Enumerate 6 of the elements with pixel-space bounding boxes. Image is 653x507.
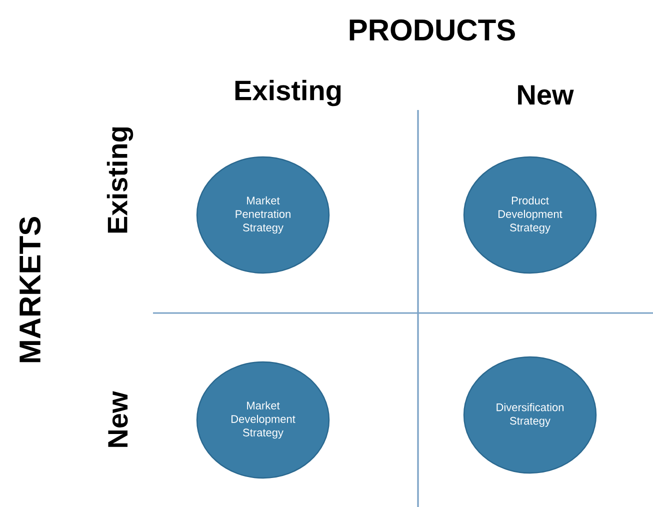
axis-heading: PRODUCTS [350, 19, 515, 41]
axis-label: Existing [235, 80, 341, 106]
axis-label: Existing [106, 127, 134, 233]
axis-label: New [518, 85, 574, 105]
axis-label: New [108, 391, 128, 447]
axis-heading: MARKETS [19, 217, 41, 362]
